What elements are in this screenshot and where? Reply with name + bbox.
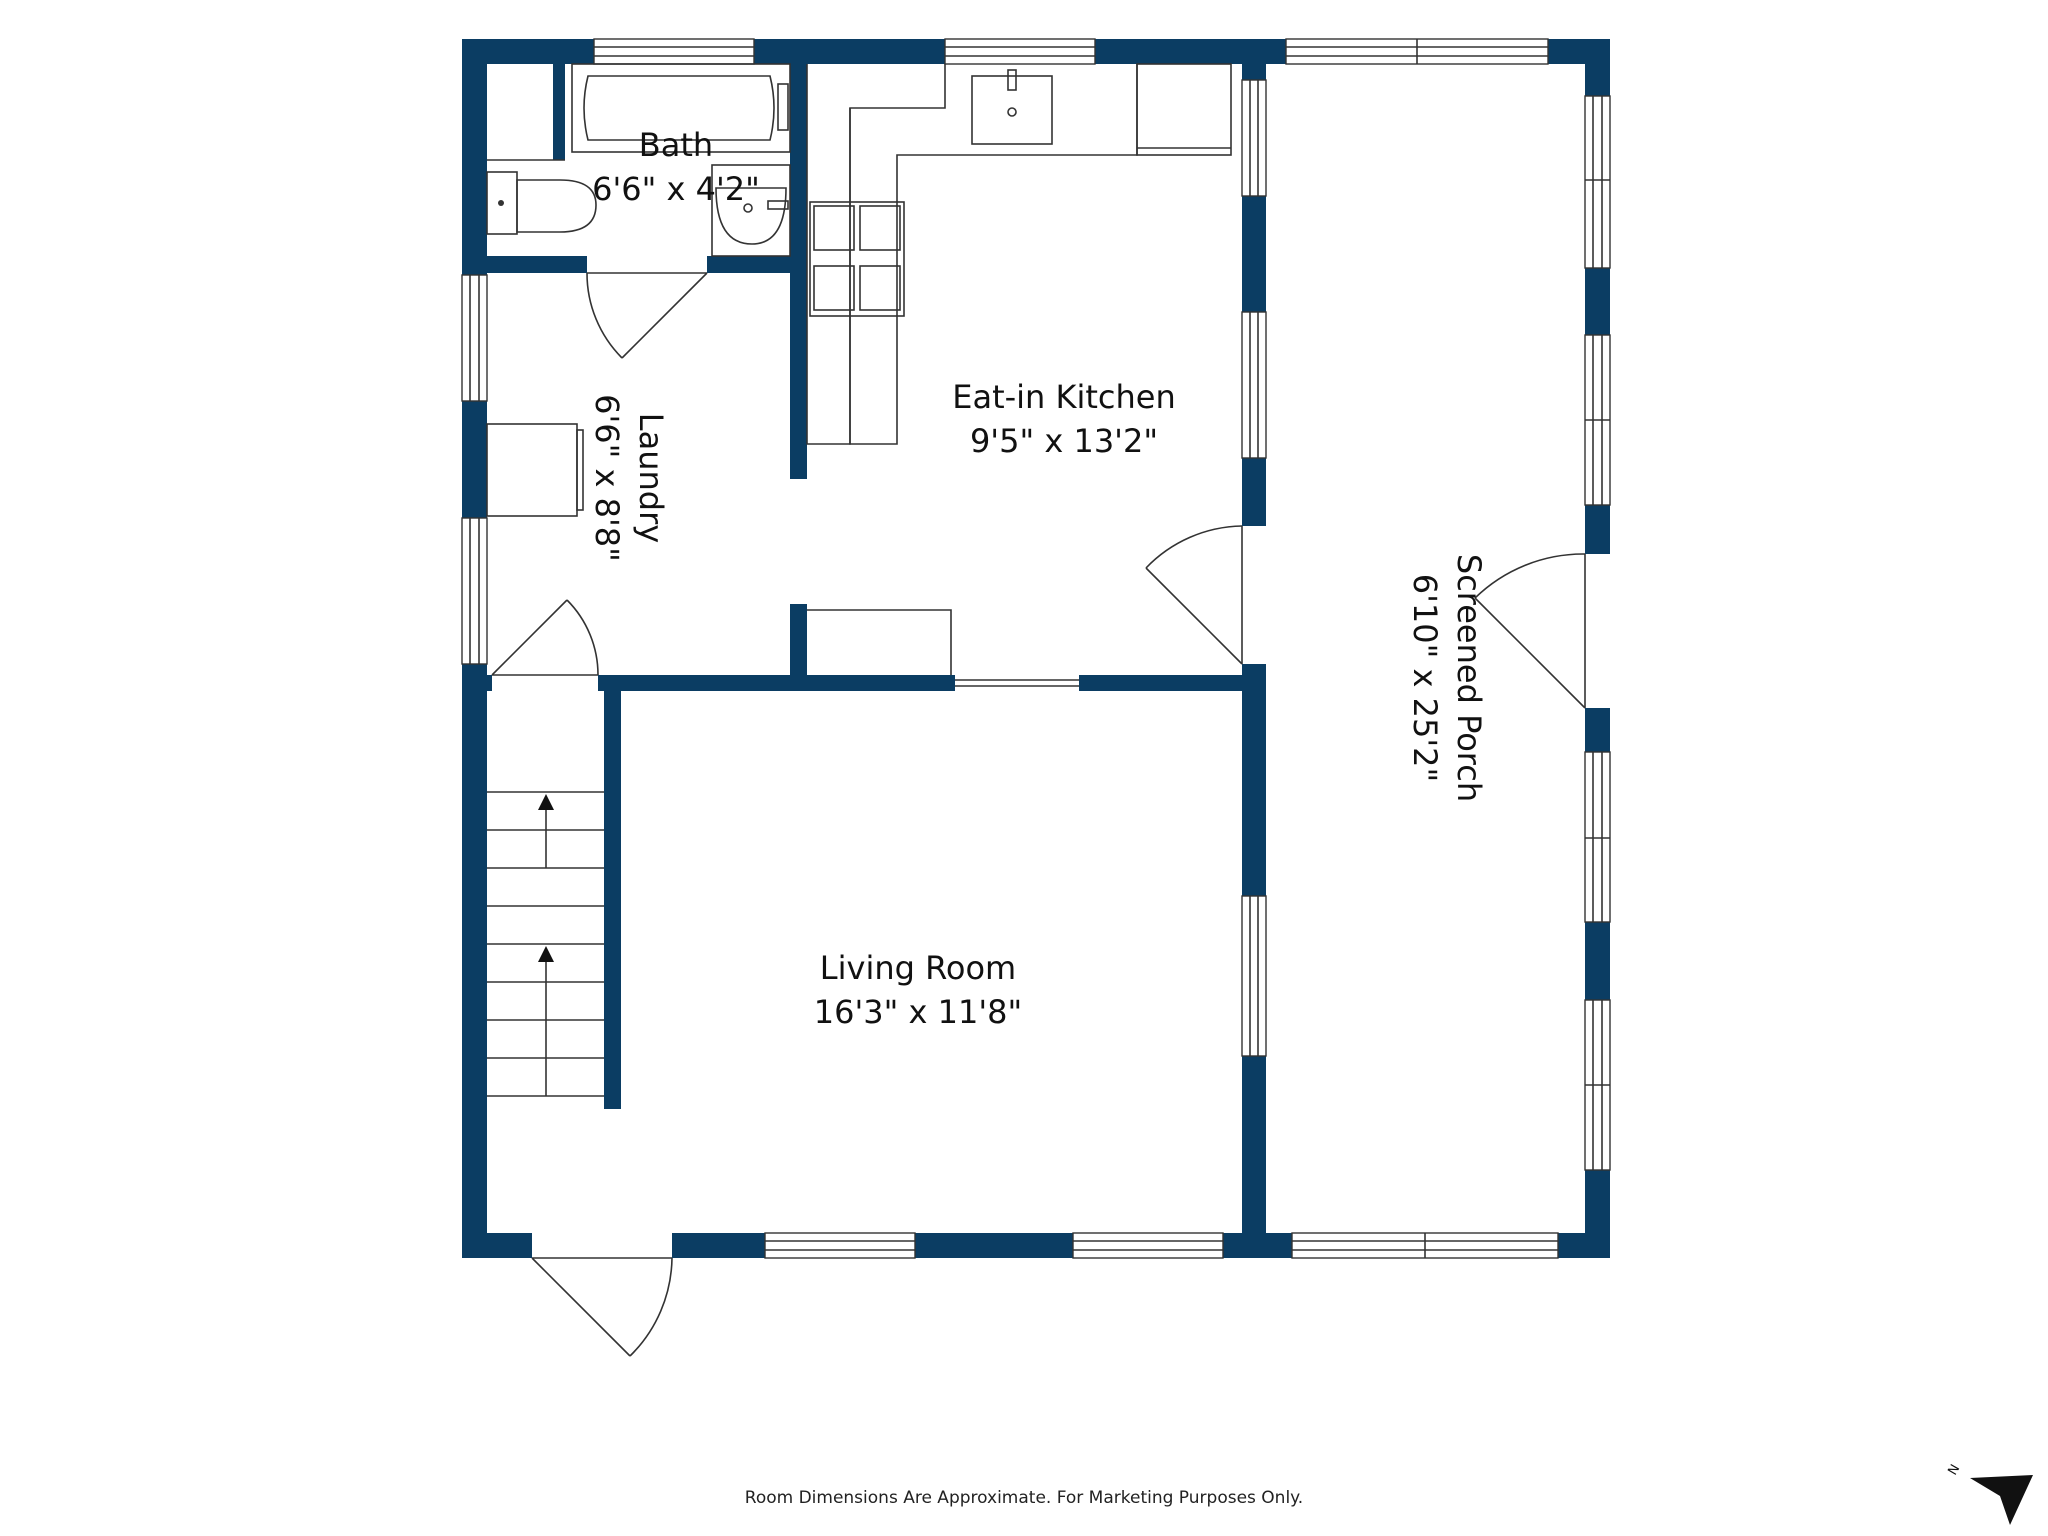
windows: [461, 38, 1611, 1259]
doors: [491, 256, 1610, 1357]
kitchen-name: Eat-in Kitchen: [952, 378, 1176, 416]
room-label-kitchen: Eat-in Kitchen 9'5" x 13'2": [952, 378, 1176, 460]
room-label-porch: Screened Porch 6'10" x 25'2": [1406, 554, 1488, 802]
room-label-laundry: Laundry 6'6" x 8'8": [588, 394, 670, 562]
fixtures: [486, 63, 1232, 1097]
laundry-dims: 6'6" x 8'8": [588, 394, 626, 562]
room-label-living: Living Room 16'3" x 11'8": [814, 949, 1022, 1031]
room-label-bath: Bath 6'6" x 4'2": [592, 126, 760, 208]
north-label: N: [1945, 1462, 1963, 1478]
living-dims: 16'3" x 11'8": [814, 993, 1022, 1031]
living-name: Living Room: [820, 949, 1016, 987]
porch-name: Screened Porch: [1450, 554, 1488, 802]
laundry-name: Laundry: [632, 413, 670, 543]
porch-dims: 6'10" x 25'2": [1406, 574, 1444, 782]
bath-dims: 6'6" x 4'2": [592, 170, 760, 208]
kitchen-dims: 9'5" x 13'2": [970, 422, 1158, 460]
interior-walls: [462, 39, 1266, 1258]
bath-name: Bath: [639, 126, 713, 164]
disclaimer-text: Room Dimensions Are Approximate. For Mar…: [744, 1488, 1304, 1508]
